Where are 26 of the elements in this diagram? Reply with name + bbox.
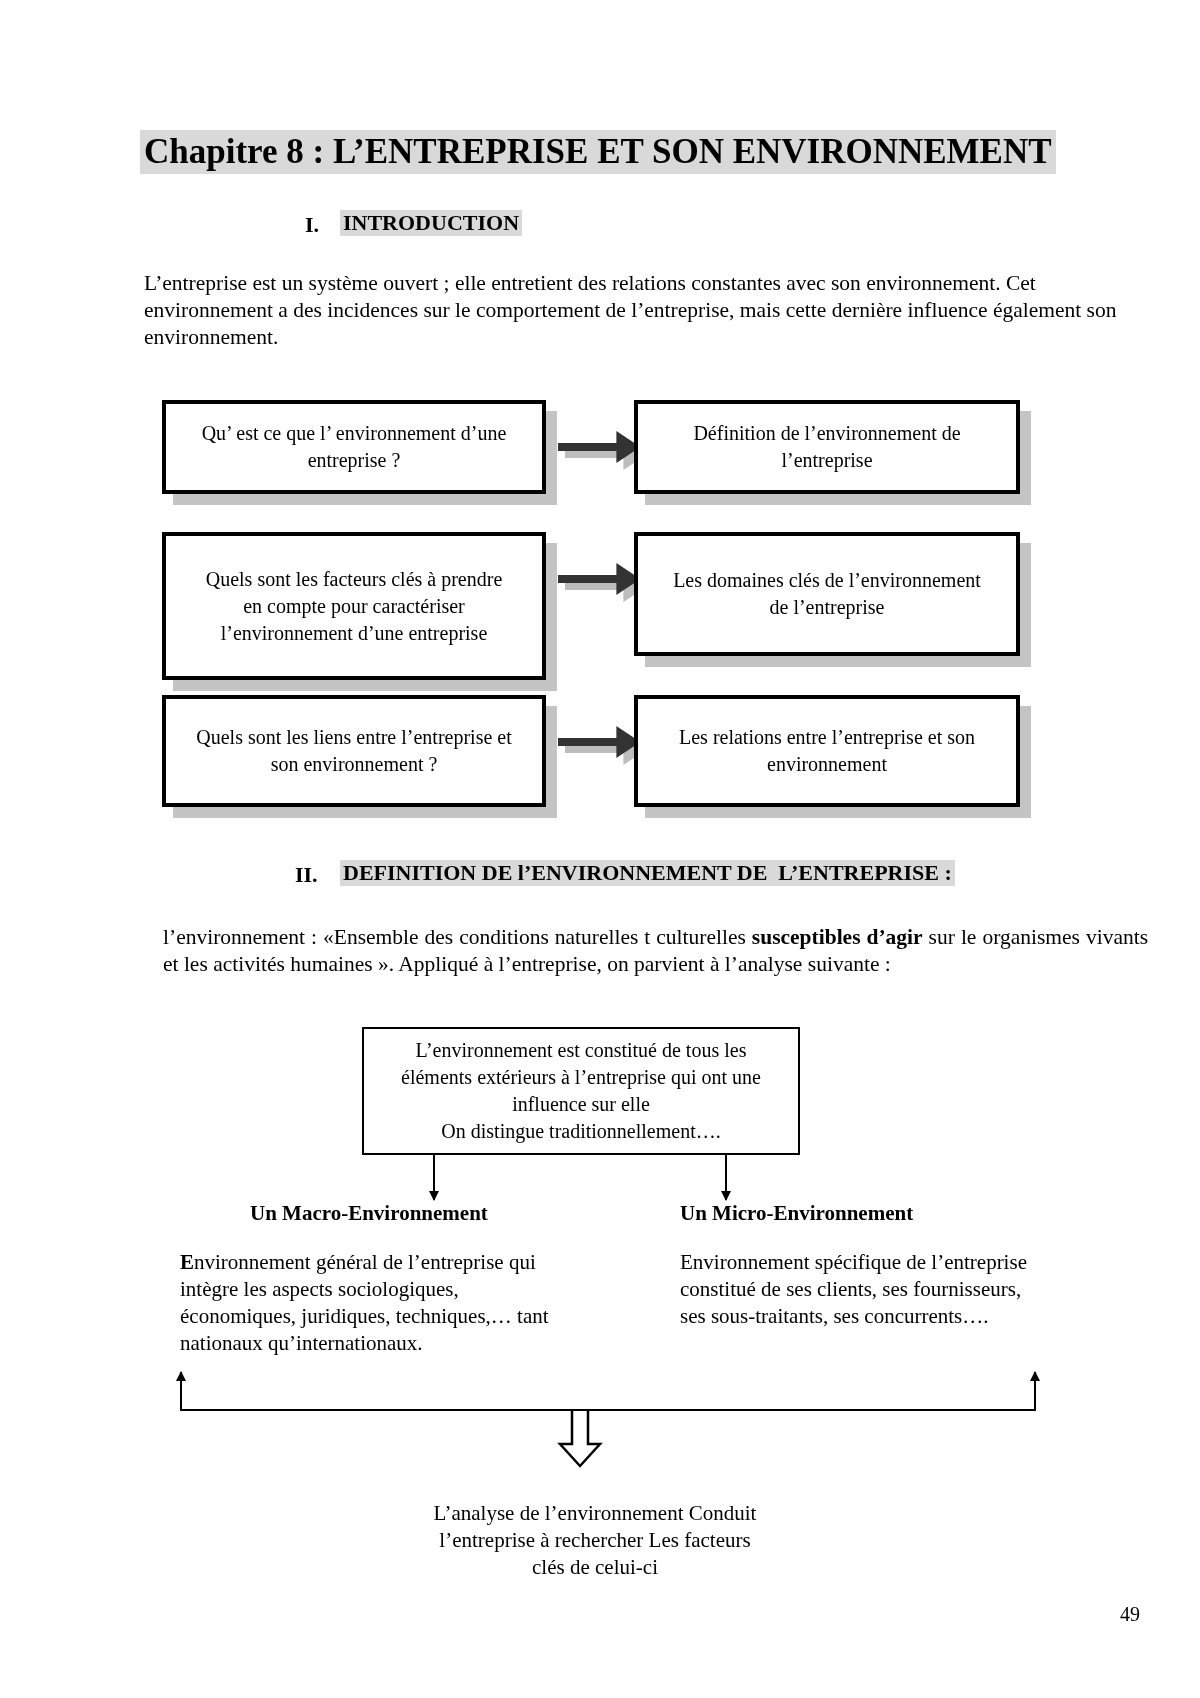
subheading: Un Macro-Environnement: [249, 1200, 489, 1227]
box-text: Quels sont les facteurs clés à prendre en compte pour caractériser l’environnement d’une entreprise: [204, 566, 504, 647]
subheading: Un Micro-Environnement: [680, 1200, 915, 1227]
box-text: On distingue traditionnellement….: [440, 1119, 722, 1145]
box-text: Quels sont les liens entre l’entreprise et son environnement ?: [196, 725, 512, 777]
description-text: Environnement spécifique de l’entreprise constitué de ses clients, ses fournisseurs, ses sous-traitants, ses concurrents….: [680, 1249, 1028, 1330]
hollow-arrow: [557, 1409, 603, 1468]
arrow: [429, 1154, 439, 1201]
box-text: Qu’ est ce que l’ environnement d’une entreprise ?: [200, 421, 508, 474]
box-text: L’environnement est constitué de tous les éléments extérieurs à l’entreprise qui ont une influence sur elle: [400, 1038, 762, 1117]
description-text: Environnement général de l’entreprise qui intègre les aspects sociologiques, économiques, juridiques, techniques,… tant nationaux qu’internationaux.: [180, 1249, 550, 1357]
box-text: Les domaines clés de l’environnement de l’entreprise: [672, 568, 982, 621]
chapter-title: Chapitre 8 : L’ENTREPRISE ET SON ENVIRONNEMENT: [140, 130, 1056, 174]
section-number: II.: [295, 862, 318, 888]
section-heading: INTRODUCTION: [340, 210, 523, 236]
bracket-arrow: [176, 1371, 1040, 1411]
arrow: [721, 1154, 731, 1201]
section-heading: DEFINITION DE l’ENVIRONNEMENT DE L’ENTREPRISE :: [340, 860, 955, 886]
page-number: 49: [1120, 1603, 1140, 1626]
conclusion-text: L’analyse de l’environnement Conduit l’entreprise à rechercher Les facteurs clés de celui-ci: [432, 1500, 758, 1581]
definition-paragraph: l’environnement : «Ensemble des conditions naturelles t culturelles susceptibles d’agir sur le organismes vivants et les activités humaines ». Appliqué à l’entreprise, on parvient à l’analyse suivante :: [163, 924, 1148, 978]
box-text: Les relations entre l’entreprise et son environnement: [678, 725, 976, 777]
box-text: Définition de l’environnement de l’entreprise: [692, 421, 962, 474]
section-number: I.: [305, 212, 320, 238]
intro-paragraph: L’entreprise est un système ouvert ; elle entretient des relations constantes avec son environnement. Cet environnement a des incidences sur le comportement de l’entreprise, mais cette dernière influence également son environnement.: [144, 270, 1118, 351]
text-box: [362, 1027, 800, 1155]
